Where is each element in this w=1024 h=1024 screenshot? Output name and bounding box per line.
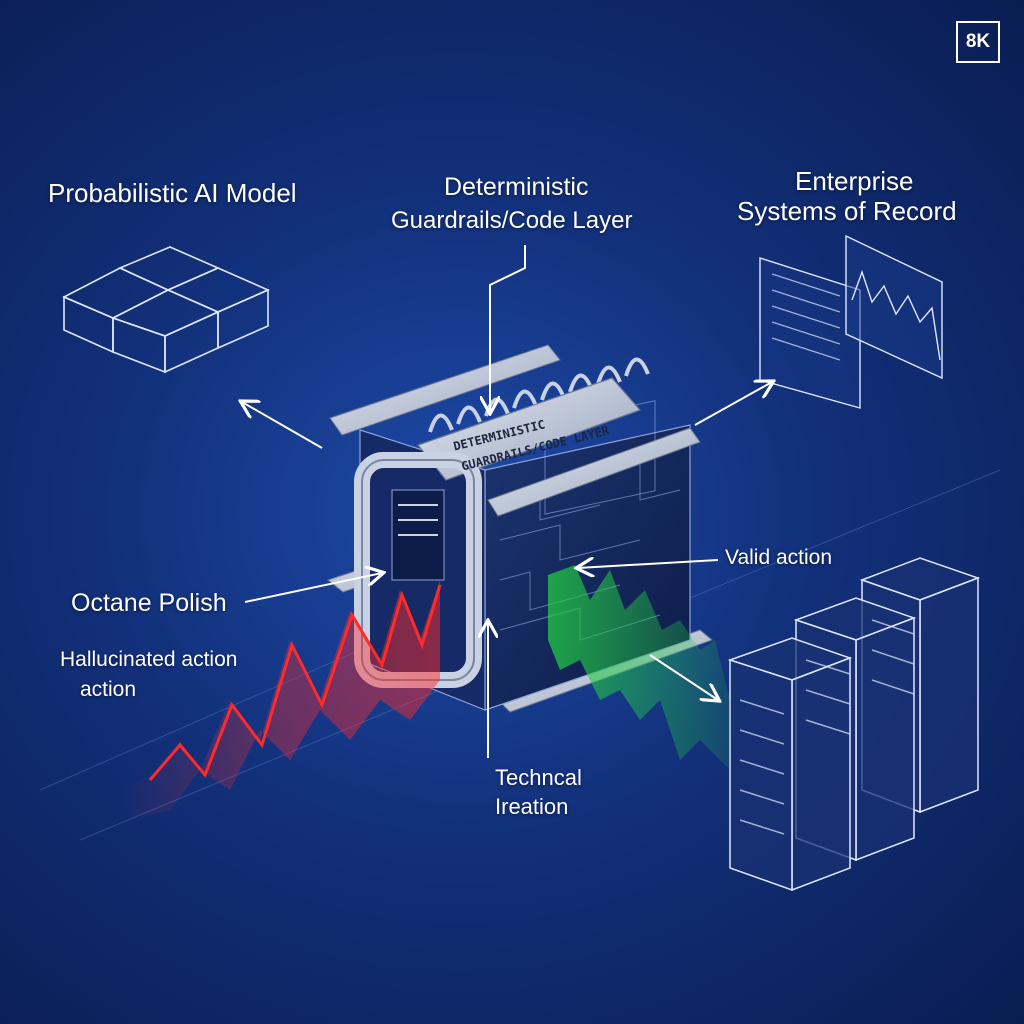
hallucinated-label-line2: action [80, 678, 137, 701]
arrow-to-servers [649, 654, 718, 700]
connector-arrows [242, 245, 772, 758]
arrow-to-enterprise [694, 382, 772, 426]
ai-model-grid-icon [62, 246, 270, 374]
server-rack-front [727, 637, 853, 892]
enterprise-dashboard-icon [759, 234, 943, 409]
guardrails-label-line1: Deterministic [444, 173, 589, 201]
hallucinated-signal [120, 580, 442, 820]
server-racks-icon [727, 557, 981, 892]
hallucinated-label-line1: Hallucinated action [60, 648, 238, 671]
valid-action-label: Valid action [725, 546, 833, 569]
enterprise-label-line1: Enterprise [795, 166, 914, 196]
leader-octane [244, 573, 382, 603]
ai-model-label: Probabilistic AI Model [48, 178, 297, 208]
technical-label-line2: Ireation [495, 794, 569, 819]
leader-valid [578, 560, 719, 568]
arrow-to-ai-model [242, 402, 323, 449]
guardrails-label-line2: Guardrails/Code Layer [391, 207, 633, 234]
resolution-badge: 8K [956, 21, 1000, 63]
octane-label: Octane Polish [71, 589, 227, 617]
technical-label-line1: Techncal [495, 765, 582, 790]
valid-signal [548, 565, 730, 770]
leader-guardrails [490, 245, 526, 412]
enterprise-label-line2: Systems of Record [737, 196, 957, 226]
